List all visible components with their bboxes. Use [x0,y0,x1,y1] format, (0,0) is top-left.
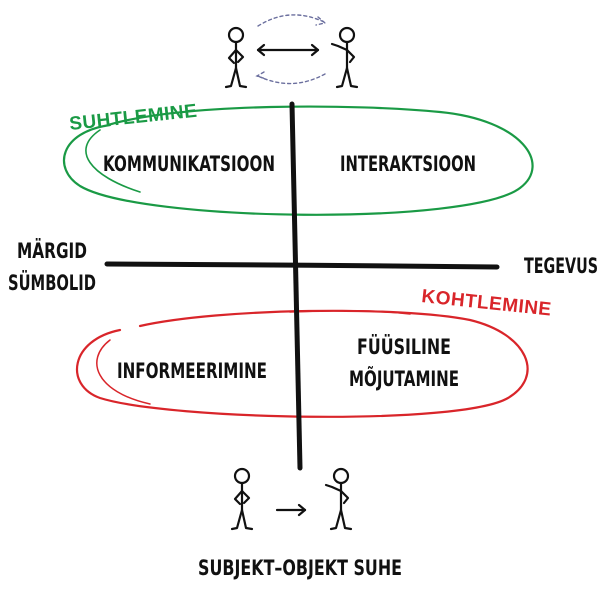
stick-figure-left-icon [224,26,248,89]
cycle-arrows-icon [255,14,327,85]
horizontal-axis [104,261,500,270]
quadrant-mojutamine: MÕJUTAMINE [349,366,459,391]
object-figure-icon [324,467,353,531]
axis-label-tegevus: TEGEVUS [524,254,598,278]
label-suhtlemine: SUHTLEMINE [68,101,198,135]
quadrant-kommunikatsioon: KOMMUNIKATSIOON [103,152,275,176]
axes [104,101,500,471]
quadrant-interaktsioon: INTERAKTSIOON [340,152,476,176]
caption-subject-object: SUBJEKT–OBJEKT SUHE [198,556,402,580]
single-arrow-icon [275,503,307,517]
treatment-ellipse [75,309,529,418]
stick-figure-right-icon [330,26,359,89]
subject-object-figures-icon [230,467,353,531]
axis-label-margid: MÄRGID [17,238,87,263]
axis-label-symbolid: SÜMBOLID [8,270,96,295]
quadrant-informeerimine: INFORMEERIMINE [117,359,267,383]
communication-ellipse [62,105,534,216]
subject-figure-icon [230,467,254,531]
double-arrow-icon [256,43,320,57]
vertical-axis [289,101,303,471]
quadrant-fuusiline: FÜÜSILINE [357,334,451,359]
interaction-figures-icon [224,26,359,89]
